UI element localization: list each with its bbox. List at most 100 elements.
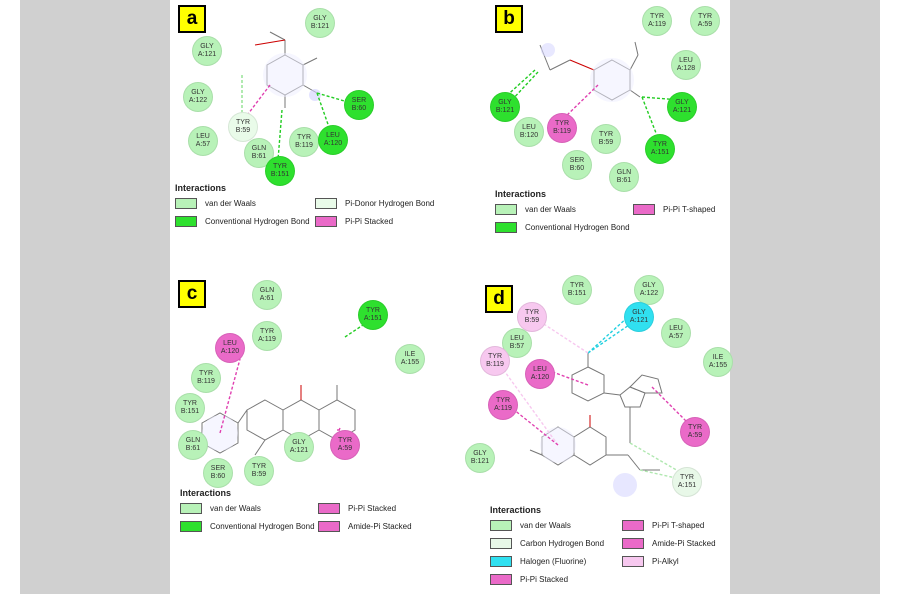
residue-bubble: TYR B:119 xyxy=(547,113,577,143)
legend-label: Pi-Pi T-shaped xyxy=(652,521,705,530)
residue-bubble: GLY A:122 xyxy=(634,275,664,305)
legend-entry: Conventional Hydrogen Bond xyxy=(175,216,310,227)
legend-entry: van der Waals xyxy=(175,198,256,209)
residue-bubble: SER B:60 xyxy=(344,90,374,120)
residue-bubble: GLY A:121 xyxy=(667,92,697,122)
residue-bubble: TYR B:119 xyxy=(289,127,319,157)
legend-entry: van der Waals xyxy=(180,503,261,514)
legend-swatch xyxy=(175,216,197,227)
left-margin-band xyxy=(20,0,170,594)
legend-swatch xyxy=(490,520,512,531)
legend-entry: Pi-Pi Stacked xyxy=(490,574,568,585)
residue-bubble: GLY A:121 xyxy=(192,36,222,66)
legend-entry: Pi-Alkyl xyxy=(622,556,679,567)
legend-label: Conventional Hydrogen Bond xyxy=(210,522,315,531)
legend-entry: Carbon Hydrogen Bond xyxy=(490,538,604,549)
residue-bubble: GLN A:61 xyxy=(252,280,282,310)
legend-entry: Pi-Pi T-shaped xyxy=(622,520,704,531)
residue-bubble: GLY A:121 xyxy=(624,302,654,332)
residue-bubble: TYR B:151 xyxy=(562,275,592,305)
legend-label: Amide-Pi Stacked xyxy=(348,522,412,531)
legend-swatch xyxy=(490,556,512,567)
legend-title: Interactions xyxy=(490,505,542,515)
panel-label: c xyxy=(178,280,206,308)
legend-entry: Pi-Pi T-shaped xyxy=(633,204,715,215)
residue-bubble: TYR B:119 xyxy=(480,346,510,376)
residue-bubble: LEU B:120 xyxy=(514,117,544,147)
residue-bubble: LEU A:120 xyxy=(525,359,555,389)
legend-entry: Halogen (Fluorine) xyxy=(490,556,586,567)
residue-bubble: GLY B:121 xyxy=(465,443,495,473)
residue-bubble: TYR B:59 xyxy=(228,112,258,142)
legend-title: Interactions xyxy=(495,189,547,199)
legend-swatch xyxy=(180,503,202,514)
legend-entry: Amide-Pi Stacked xyxy=(318,521,412,532)
right-margin-band xyxy=(730,0,880,594)
legend-label: Conventional Hydrogen Bond xyxy=(205,217,310,226)
legend-label: van der Waals xyxy=(210,504,261,513)
residue-bubble: SER B:60 xyxy=(562,150,592,180)
residue-bubble: SER B:60 xyxy=(203,458,233,488)
residue-bubble: ILE A:155 xyxy=(703,347,733,377)
legend-label: Pi-Alkyl xyxy=(652,557,679,566)
legend-swatch xyxy=(490,574,512,585)
residue-bubble: ILE A:155 xyxy=(395,344,425,374)
legend-swatch xyxy=(318,521,340,532)
legend-label: Pi-Pi Stacked xyxy=(520,575,569,584)
residue-bubble: TYR B:119 xyxy=(191,363,221,393)
panel-label: b xyxy=(495,5,523,33)
legend-entry: Pi-Pi Stacked xyxy=(318,503,396,514)
legend-label: van der Waals xyxy=(525,205,576,214)
legend-label: van der Waals xyxy=(520,521,571,530)
legend-swatch xyxy=(490,538,512,549)
residue-bubble: LEU A:57 xyxy=(188,126,218,156)
legend-label: Amide-Pi Stacked xyxy=(652,539,716,548)
legend-swatch xyxy=(318,503,340,514)
residue-bubble: TYR A:151 xyxy=(672,467,702,497)
residue-bubble: TYR B:59 xyxy=(591,124,621,154)
residue-bubble: TYR A:151 xyxy=(358,300,388,330)
residue-bubble: GLY A:121 xyxy=(284,432,314,462)
legend-swatch xyxy=(633,204,655,215)
legend-label: Halogen (Fluorine) xyxy=(520,557,587,566)
legend-entry: Amide-Pi Stacked xyxy=(622,538,716,549)
residue-bubble: GLN B:61 xyxy=(244,138,274,168)
residue-bubble: GLN B:61 xyxy=(178,430,208,460)
legend-label: Pi-Pi Stacked xyxy=(345,217,394,226)
residue-bubble: GLY A:122 xyxy=(183,82,213,112)
residue-bubble: TYR A:119 xyxy=(488,390,518,420)
legend-label: Pi-Pi Stacked xyxy=(348,504,397,513)
legend-label: Pi-Donor Hydrogen Bond xyxy=(345,199,435,208)
legend-swatch xyxy=(495,204,517,215)
residue-bubble: TYR A:151 xyxy=(645,134,675,164)
legend-label: Carbon Hydrogen Bond xyxy=(520,539,605,548)
panel-label: d xyxy=(485,285,513,313)
residue-bubble: LEU A:128 xyxy=(671,50,701,80)
legend-entry: Conventional Hydrogen Bond xyxy=(495,222,630,233)
legend-label: van der Waals xyxy=(205,199,256,208)
panel-label: a xyxy=(178,5,206,33)
residue-bubble: GLY B:121 xyxy=(490,92,520,122)
residue-bubble: LEU A:120 xyxy=(318,125,348,155)
legend-entry: Pi-Donor Hydrogen Bond xyxy=(315,198,434,209)
residue-bubble: GLY B:121 xyxy=(305,8,335,38)
legend-swatch xyxy=(622,538,644,549)
residue-bubble: TYR B:151 xyxy=(175,393,205,423)
legend-entry: Conventional Hydrogen Bond xyxy=(180,521,315,532)
residue-bubble: TYR B:59 xyxy=(517,302,547,332)
legend-entry: van der Waals xyxy=(495,204,576,215)
legend-label: Conventional Hydrogen Bond xyxy=(525,223,630,232)
legend-swatch xyxy=(495,222,517,233)
legend-swatch xyxy=(180,521,202,532)
legend-title: Interactions xyxy=(180,488,232,498)
residue-bubble: LEU A:57 xyxy=(661,318,691,348)
residue-bubble: TYR A:119 xyxy=(252,321,282,351)
